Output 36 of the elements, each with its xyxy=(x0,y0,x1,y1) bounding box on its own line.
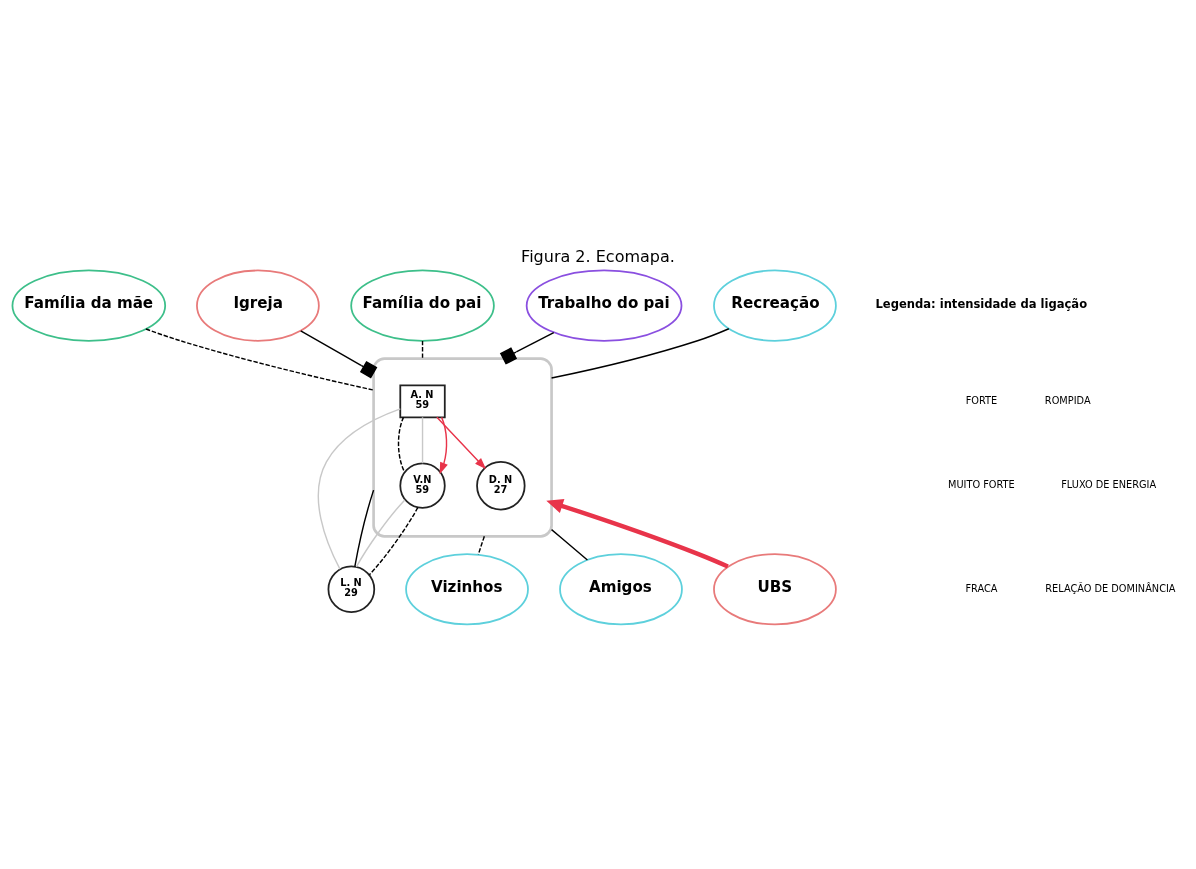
legend-label: RELAÇÃO DE DOMINÂNCIA xyxy=(1045,582,1176,594)
diagram-title: Figura 2. Ecomapa. xyxy=(521,246,675,266)
connector xyxy=(397,416,406,473)
legend-label: FRACA xyxy=(965,582,998,594)
node-ellipse: UBS xyxy=(713,552,837,625)
label: Legenda: intensidade da ligação xyxy=(875,296,1088,311)
connector xyxy=(355,498,406,568)
connector xyxy=(317,407,401,570)
connector xyxy=(300,329,378,378)
cluster xyxy=(372,356,553,538)
arrow xyxy=(436,416,487,469)
node-ellipse: Amigos xyxy=(559,552,683,625)
connector xyxy=(354,488,375,567)
legend-label: MUITO FORTE xyxy=(948,478,1015,490)
node-ellipse: Trabalho do pai xyxy=(525,269,683,342)
node-ellipse: Vizinhos xyxy=(405,552,529,625)
connector xyxy=(421,416,424,464)
connector xyxy=(499,331,555,365)
node-circle: D. N 27 xyxy=(476,460,526,510)
arrow xyxy=(546,498,729,569)
node-circle: L. N 29 xyxy=(327,565,376,613)
legend-label: FLUXO DE ENERGIA xyxy=(1061,478,1157,490)
legend-label: ROMPIDA xyxy=(1044,394,1091,406)
node-ellipse: Família do pai xyxy=(350,269,495,342)
connector xyxy=(477,535,486,555)
node-ellipse: Recreação xyxy=(713,269,837,342)
connector xyxy=(550,327,730,379)
connector xyxy=(421,339,424,359)
connector xyxy=(550,528,589,561)
node-ellipse: Igreja xyxy=(196,269,320,342)
arrow xyxy=(439,416,448,474)
connector xyxy=(368,506,419,575)
node-ellipse: Família da mãe xyxy=(11,269,167,342)
legend-label: FORTE xyxy=(965,394,998,406)
node-box: A. N 59 xyxy=(399,383,446,418)
connector xyxy=(145,327,375,391)
